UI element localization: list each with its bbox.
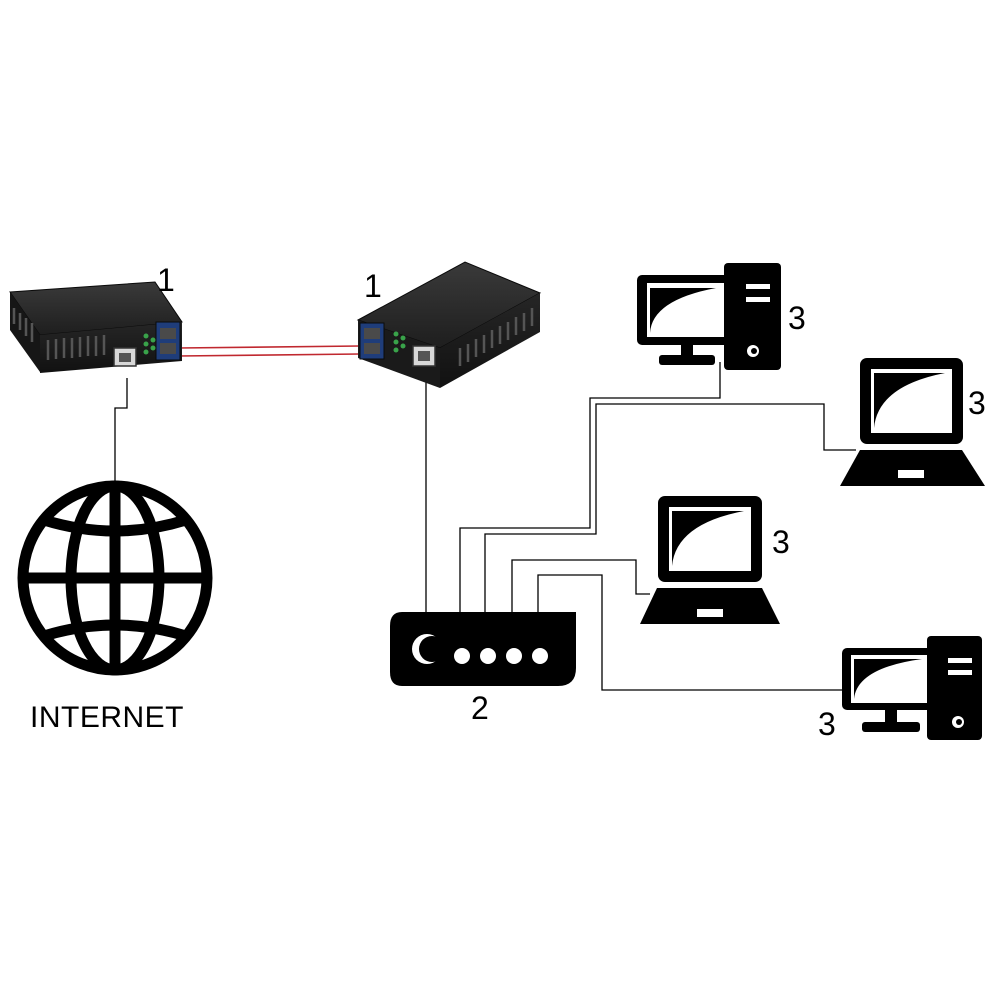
label-laptop-lower: 3 xyxy=(772,524,790,560)
media-converter-left xyxy=(9,281,183,373)
label-router: 2 xyxy=(471,690,489,726)
sc-fiber-port-icon xyxy=(155,321,181,361)
status-leds xyxy=(143,333,156,355)
router-desktop-top-line xyxy=(459,362,721,612)
router-laptop-lower-line xyxy=(511,559,650,612)
label-desktop-top: 3 xyxy=(788,300,806,336)
laptop-lower-icon xyxy=(640,496,780,624)
label-converter-left: 1 xyxy=(157,262,175,298)
router-desktop-bottom-line xyxy=(537,574,842,691)
fiber-cable xyxy=(177,345,361,357)
desktop-computer-top-icon xyxy=(637,263,781,370)
vent-slots xyxy=(12,308,106,360)
status-leds xyxy=(393,331,406,353)
desktop-computer-bottom-icon xyxy=(842,636,982,740)
connection-lines xyxy=(114,362,856,691)
router-laptop-upper-line xyxy=(484,403,856,612)
vent-slots xyxy=(458,308,534,366)
internet-link-line xyxy=(114,378,128,482)
media-converter-right xyxy=(356,261,542,388)
router-icon xyxy=(390,612,576,686)
label-internet: INTERNET xyxy=(30,701,184,734)
label-converter-right: 1 xyxy=(364,268,382,304)
label-laptop-upper: 3 xyxy=(968,385,986,421)
globe-icon xyxy=(17,480,213,676)
label-desktop-bottom: 3 xyxy=(818,706,836,742)
laptop-upper-icon xyxy=(840,358,985,486)
